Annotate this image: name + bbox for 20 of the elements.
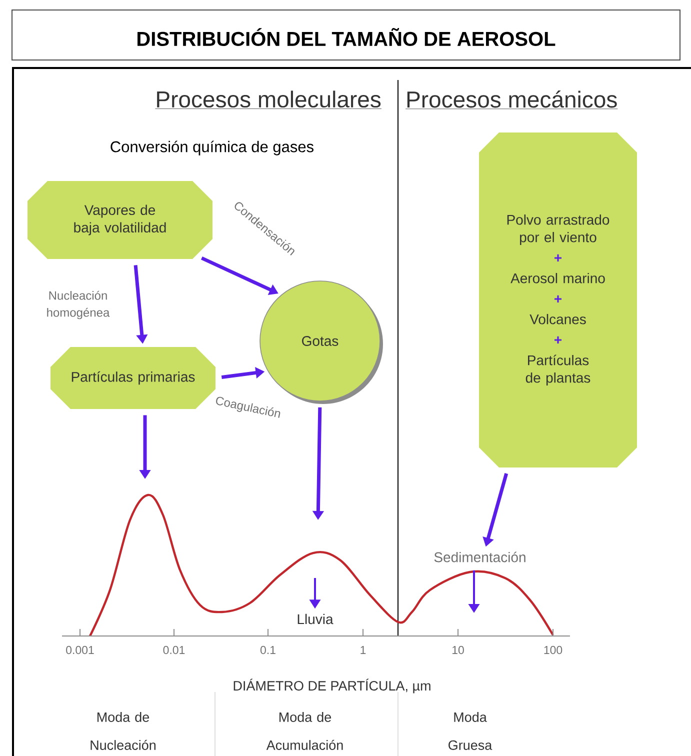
- title-box: DISTRIBUCIÓN DEL TAMAÑO DE AEROSOL: [12, 10, 680, 60]
- subheading: Conversión química de gases: [110, 140, 314, 156]
- mode-label: Moda de Nucleación: [90, 712, 156, 750]
- tick-label: 0.001: [66, 646, 94, 654]
- process-label: Lluvia: [298, 614, 334, 624]
- edge-label: Nucleación homogénea: [47, 290, 110, 320]
- source-box: Polvo arrastrado por el viento + Aerosol marino + Volcanes + Partículas de plantas: [479, 132, 637, 468]
- process-box: Partículas primarias: [50, 347, 216, 409]
- mode-label: Moda Gruesa: [448, 712, 492, 750]
- tick-label: 100: [544, 646, 562, 654]
- tick-label: 0.1: [260, 646, 276, 654]
- section-heading: Procesos mecánicos: [405, 90, 618, 110]
- section-heading: Procesos moleculares: [155, 90, 382, 109]
- process-box: Vapores de baja volatilidad: [28, 181, 212, 259]
- tick-label: 10: [452, 646, 464, 654]
- tick-label: 0.01: [163, 646, 185, 654]
- tick-label: 1: [360, 646, 366, 654]
- axis-title: DIÁMETRO DE PARTÍCULA, µm: [234, 678, 430, 694]
- process-label: Sedimentación: [434, 552, 526, 562]
- mode-label: Moda de Acumulación: [266, 712, 343, 750]
